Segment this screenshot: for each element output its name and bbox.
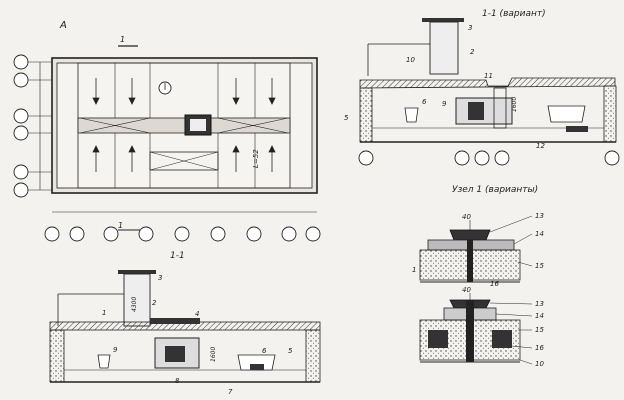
svg-text:1600: 1600 [511, 97, 518, 112]
svg-text:2: 2 [152, 299, 157, 307]
svg-text:16: 16 [535, 344, 544, 352]
section-variant-title: 1-1 (вариант) [482, 9, 546, 19]
svg-text:1: 1 [102, 309, 106, 317]
floor-plan: A 1 [13, 20, 321, 242]
plan-central-band [77, 117, 291, 134]
svg-text:1: 1 [412, 266, 416, 274]
svg-text:13: 13 [535, 212, 544, 220]
svg-text:3: 3 [468, 24, 472, 32]
svg-text:11: 11 [484, 72, 493, 80]
plan-axis-bottom: 1 [44, 211, 321, 242]
node-detail-bottom: 40 13 14 15 16 10 [419, 286, 544, 368]
svg-text:9: 9 [113, 346, 118, 354]
plan-flow-arrows [92, 78, 276, 172]
svg-text:15: 15 [535, 326, 544, 334]
svg-text:40: 40 [462, 213, 471, 221]
svg-text:10: 10 [535, 360, 544, 368]
variant-wall-right [603, 85, 617, 143]
svg-text:5: 5 [344, 114, 349, 122]
plan-axis-left [13, 54, 52, 198]
svg-text:6: 6 [262, 347, 267, 355]
plan-corner-letter: A [59, 20, 67, 31]
variant-chimney-cap [422, 18, 464, 22]
svg-text:8: 8 [175, 377, 180, 385]
svg-text:6: 6 [422, 98, 427, 106]
svg-text:9: 9 [442, 100, 447, 108]
section-marker-bottom: 1 [118, 221, 123, 230]
section-marker-top: 1 [120, 35, 125, 44]
svg-text:14: 14 [535, 312, 544, 320]
section-variant-callouts: 2 3 5 6 9 10 11 12 [344, 24, 545, 150]
section-1-1: 1-1 4300 1600 1 2 3 4 5 6 7 8 [49, 251, 321, 396]
node-variants-title: Узел 1 (варианты) [452, 185, 538, 195]
section-wall-right [305, 329, 321, 383]
svg-text:14: 14 [535, 230, 544, 238]
variant-roof [359, 77, 616, 89]
node-detail-top: 40 1 13 14 15 16 [412, 212, 544, 288]
chimney [123, 273, 151, 327]
plan-dim-label: L=52 [252, 149, 260, 168]
svg-text:40: 40 [462, 286, 471, 294]
svg-text:1600: 1600 [210, 347, 217, 362]
section-1-1-title: 1-1 [170, 251, 185, 261]
variant-wall-left [359, 87, 373, 143]
svg-text:3: 3 [158, 274, 162, 282]
svg-text:4300: 4300 [131, 297, 138, 312]
section-wall-left [49, 329, 65, 383]
svg-text:12: 12 [536, 142, 545, 150]
svg-text:16: 16 [490, 280, 499, 288]
svg-text:10: 10 [406, 56, 415, 64]
node-variants: Узел 1 (варианты) 40 1 13 14 15 16 40 [412, 185, 544, 368]
svg-text:4: 4 [195, 310, 199, 318]
variant-chimney [429, 21, 459, 75]
svg-text:5: 5 [288, 347, 293, 355]
svg-text:15: 15 [535, 262, 544, 270]
chimney-cap [118, 270, 156, 274]
section-1-1-callouts: 1 2 3 4 5 6 7 8 9 [102, 274, 293, 396]
svg-text:13: 13 [535, 300, 544, 308]
svg-text:2: 2 [470, 48, 475, 56]
svg-text:7: 7 [228, 388, 233, 396]
section-1-1-variant: 1-1 (вариант) 1600 2 3 5 6 9 10 11 12 [344, 9, 620, 166]
